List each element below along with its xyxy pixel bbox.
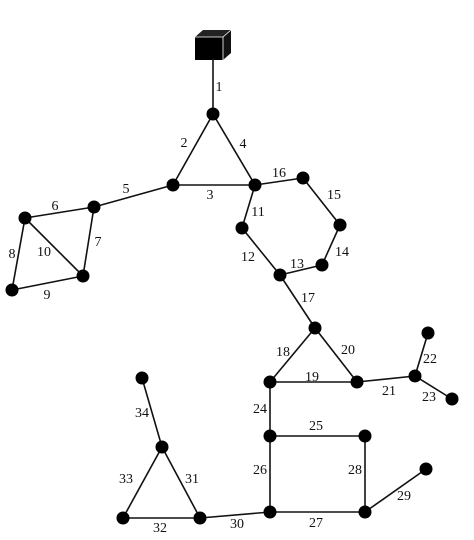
edge-17 — [279, 274, 316, 329]
edge-23 — [414, 375, 453, 400]
edge-label-11: 11 — [251, 205, 264, 220]
edge-label-18: 18 — [276, 345, 290, 360]
edge-label-22: 22 — [423, 352, 437, 367]
edge-label-28: 28 — [348, 463, 362, 478]
edge-label-31: 31 — [185, 472, 199, 487]
edges-layer — [11, 58, 453, 519]
graph-node — [135, 371, 149, 385]
edge-label-9: 9 — [44, 288, 51, 303]
graph-node — [263, 505, 277, 519]
edge-14 — [321, 224, 341, 266]
edge-label-10: 10 — [37, 245, 51, 260]
graph-node — [263, 375, 277, 389]
cube-icon — [195, 29, 232, 60]
edge-label-34: 34 — [135, 406, 149, 421]
edge-label-3: 3 — [207, 188, 214, 203]
graph-node — [166, 178, 180, 192]
graph-node — [116, 511, 130, 525]
edge-20 — [314, 327, 358, 383]
edge-label-29: 29 — [397, 489, 411, 504]
nodes-layer — [5, 107, 459, 525]
edge-label-24: 24 — [253, 402, 267, 417]
graph-node — [296, 171, 310, 185]
graph-node — [308, 321, 322, 335]
graph-node — [155, 440, 169, 454]
graph-node — [273, 268, 287, 282]
edge-label-21: 21 — [382, 384, 396, 399]
edge-29 — [364, 468, 427, 513]
edge-33 — [122, 446, 163, 519]
edge-7 — [82, 206, 95, 277]
edge-label-7: 7 — [95, 235, 102, 250]
graph-node — [350, 375, 364, 389]
edge-label-25: 25 — [309, 419, 323, 434]
edge-label-13: 13 — [290, 257, 304, 272]
edge-label-20: 20 — [341, 343, 355, 358]
edge-30 — [199, 511, 271, 519]
edge-label-5: 5 — [123, 182, 130, 197]
graph-node — [5, 283, 19, 297]
edge-label-23: 23 — [422, 390, 436, 405]
graph-node — [421, 326, 435, 340]
graph-node — [419, 462, 433, 476]
edge-label-15: 15 — [327, 188, 341, 203]
edge-label-1: 1 — [216, 80, 223, 95]
edge-label-2: 2 — [181, 136, 188, 151]
graph-node — [76, 269, 90, 283]
edge-11 — [241, 184, 256, 229]
edge-22 — [414, 332, 429, 377]
graph-node — [206, 107, 220, 121]
edge-18 — [269, 327, 316, 383]
edge-4 — [212, 113, 256, 186]
graph-node — [248, 178, 262, 192]
edge-label-33: 33 — [119, 472, 133, 487]
edge-label-30: 30 — [230, 517, 244, 532]
graph-node — [358, 505, 372, 519]
graph-node — [358, 429, 372, 443]
edge-label-4: 4 — [240, 137, 247, 152]
edge-13 — [279, 264, 323, 276]
graph-node — [193, 511, 207, 525]
graph-node — [315, 258, 329, 272]
edge-12 — [241, 227, 281, 276]
edge-5 — [93, 184, 174, 208]
edge-label-8: 8 — [9, 247, 16, 262]
edge-label-19: 19 — [305, 370, 319, 385]
edge-label-12: 12 — [241, 250, 255, 265]
edge-6 — [24, 206, 95, 219]
edge-label-17: 17 — [301, 291, 315, 306]
graph-node — [18, 211, 32, 225]
graph-node — [87, 200, 101, 214]
edge-21 — [356, 375, 416, 383]
graph-node — [408, 369, 422, 383]
edge-label-14: 14 — [335, 245, 349, 260]
edge-label-32: 32 — [153, 521, 167, 536]
edge-9 — [11, 275, 84, 291]
edge-31 — [161, 446, 201, 519]
edge-10 — [24, 217, 84, 277]
edge-16 — [254, 177, 304, 186]
edge-label-27: 27 — [309, 516, 323, 531]
graph-node — [235, 221, 249, 235]
graph-node — [263, 429, 277, 443]
edge-label-16: 16 — [272, 166, 286, 181]
graph-node — [333, 218, 347, 232]
edge-15 — [302, 177, 341, 226]
graph-node — [445, 392, 459, 406]
edge-2 — [172, 113, 214, 186]
edge-34 — [141, 377, 163, 448]
edge-label-6: 6 — [52, 199, 59, 214]
edge-8 — [11, 217, 26, 291]
edge-label-26: 26 — [253, 463, 267, 478]
